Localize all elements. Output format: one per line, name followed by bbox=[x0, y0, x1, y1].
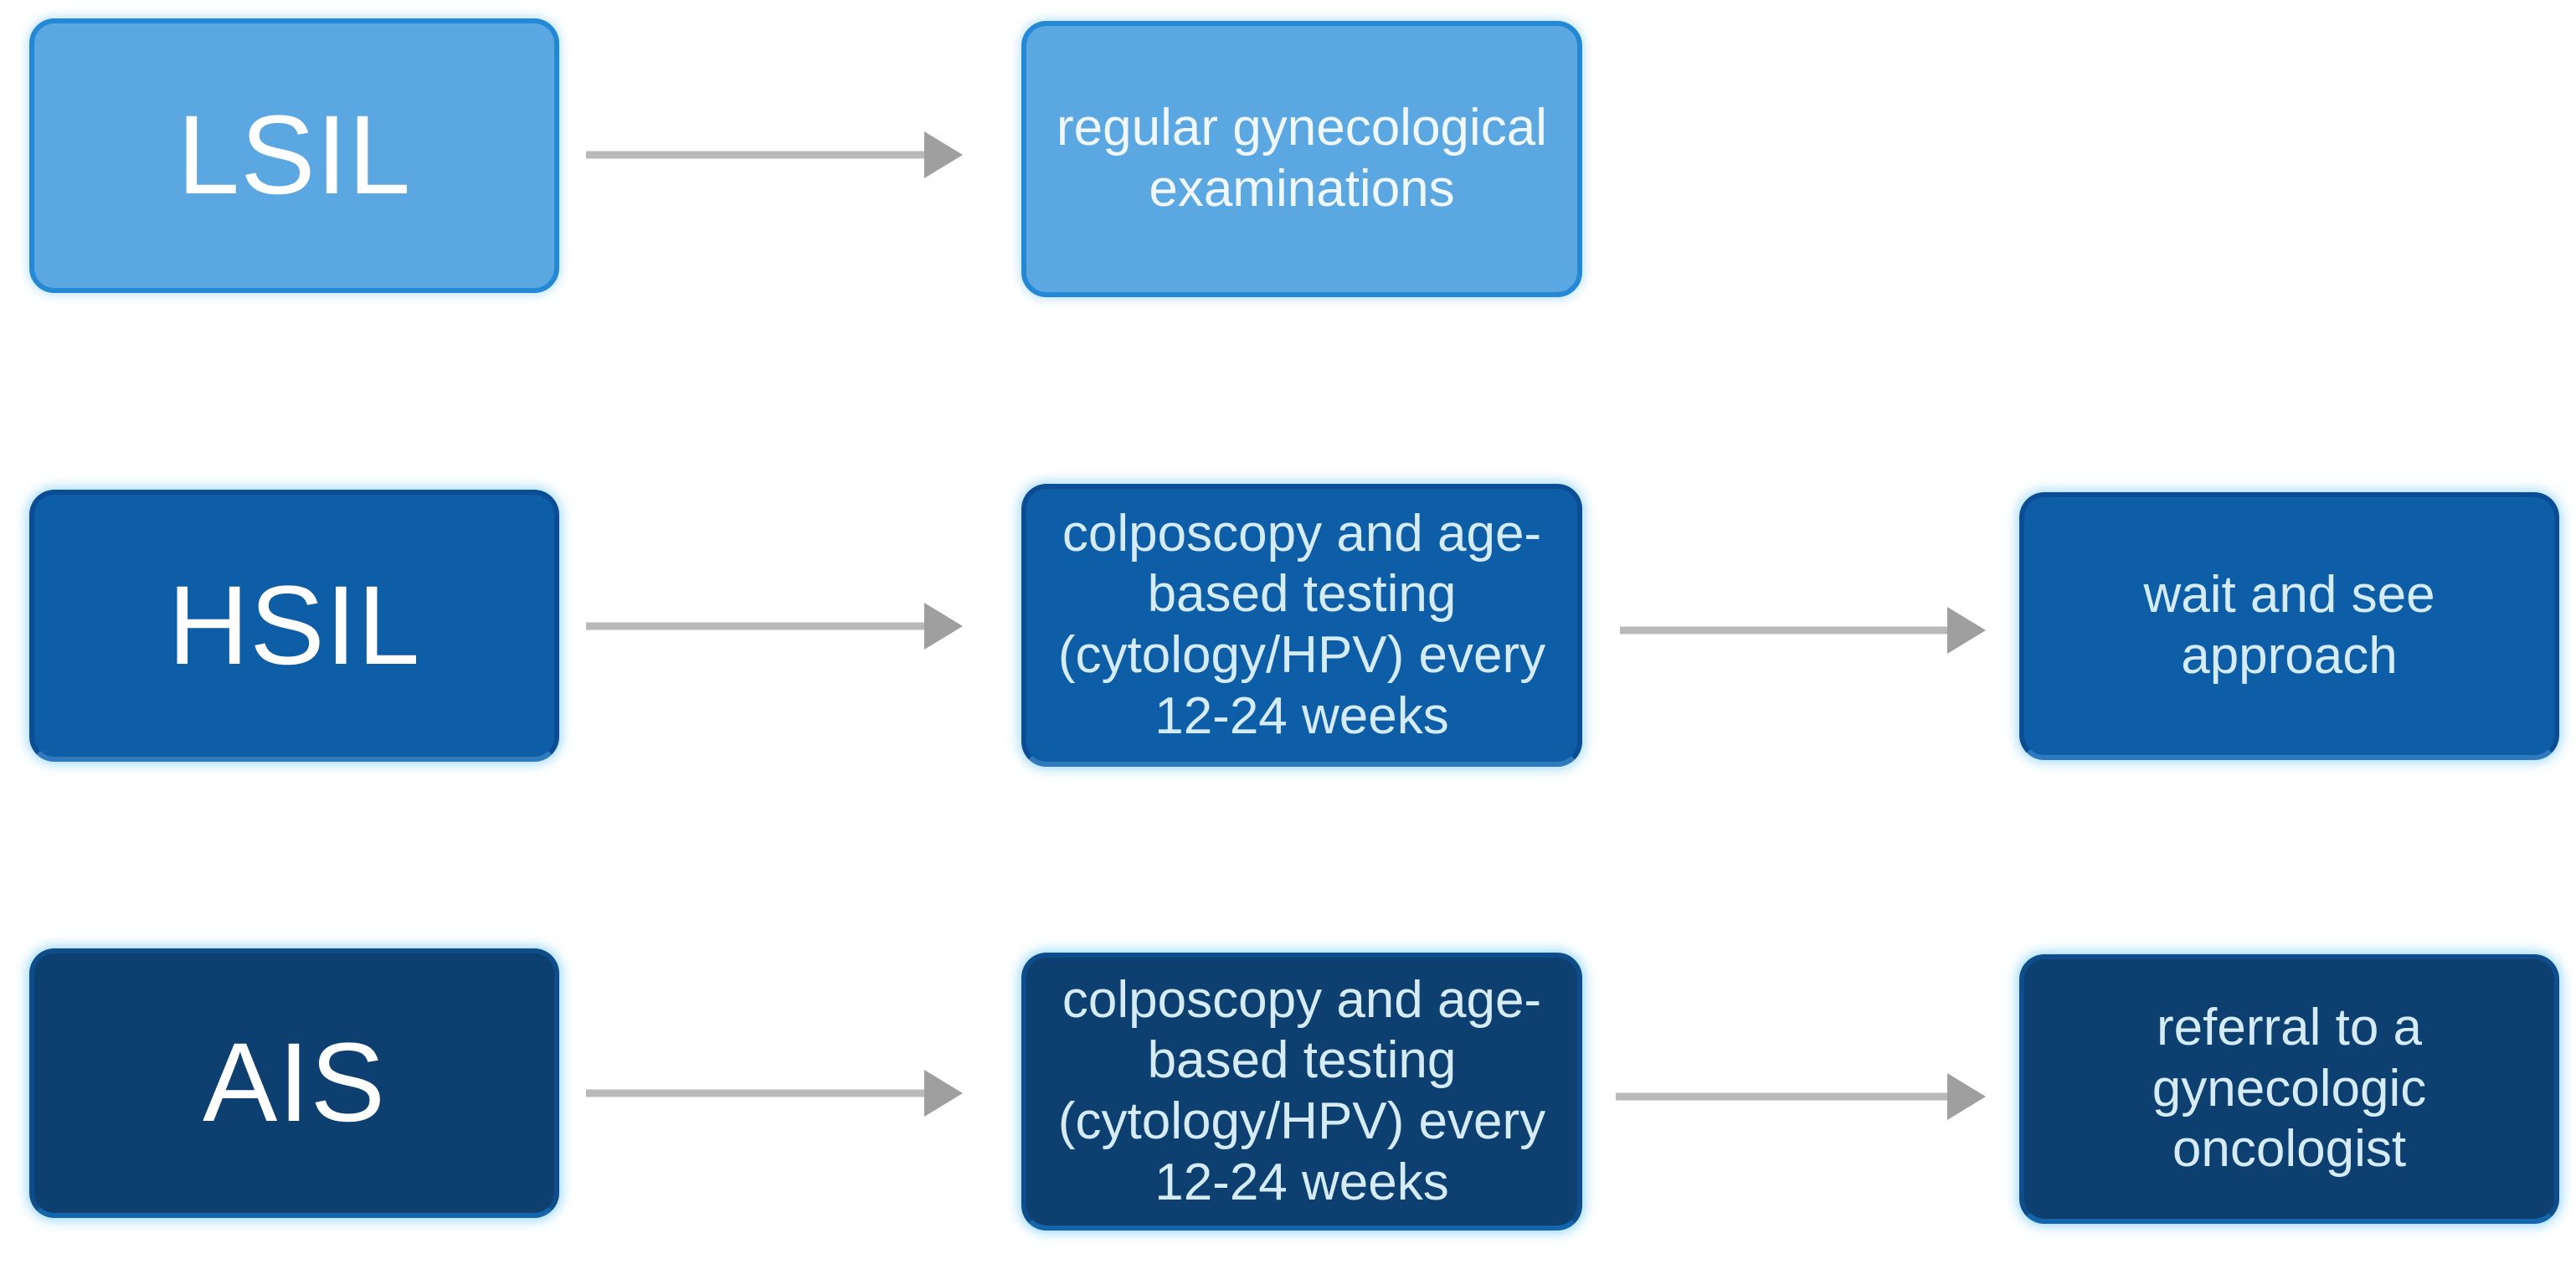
node-lsil: LSIL bbox=[29, 18, 559, 293]
arrow-head-icon bbox=[924, 1070, 963, 1117]
arrow-shaft bbox=[586, 151, 929, 159]
arrow-ais-to-followup bbox=[586, 1068, 963, 1118]
arrow-head-icon bbox=[924, 131, 963, 178]
node-hsil-outcome-label: wait and see approach bbox=[2143, 566, 2435, 685]
arrow-shaft bbox=[586, 622, 929, 630]
node-ais-label: AIS bbox=[203, 1020, 386, 1145]
arrow-hsil-to-followup bbox=[586, 601, 963, 651]
arrow-lsil-to-followup bbox=[586, 130, 963, 180]
node-lsil-followup: regular gynecological examinations bbox=[1021, 21, 1582, 297]
node-ais: AIS bbox=[29, 948, 559, 1218]
node-hsil-outcome: wait and see approach bbox=[2019, 492, 2559, 760]
arrow-head-icon bbox=[1947, 1073, 1986, 1120]
arrow-ais-followup-to-outcome bbox=[1616, 1071, 1986, 1122]
arrow-shaft bbox=[1616, 1092, 1952, 1101]
node-hsil: HSIL bbox=[29, 490, 559, 762]
node-hsil-followup-label: colposcopy and age-based testing (cytolo… bbox=[1057, 504, 1546, 745]
node-ais-outcome-label: referral to a gynecologic oncologist bbox=[2152, 999, 2427, 1179]
node-ais-followup: colposcopy and age-based testing (cytolo… bbox=[1021, 953, 1582, 1231]
node-lsil-label: LSIL bbox=[177, 93, 412, 218]
node-hsil-label: HSIL bbox=[167, 563, 421, 688]
node-hsil-followup: colposcopy and age-based testing (cytolo… bbox=[1021, 484, 1582, 767]
arrow-head-icon bbox=[1947, 607, 1986, 654]
node-ais-outcome: referral to a gynecologic oncologist bbox=[2019, 954, 2559, 1224]
arrow-shaft bbox=[586, 1089, 929, 1097]
node-lsil-followup-label: regular gynecological examinations bbox=[1057, 99, 1547, 218]
arrow-hsil-followup-to-outcome bbox=[1620, 605, 1986, 655]
arrow-shaft bbox=[1620, 626, 1952, 635]
node-ais-followup-label: colposcopy and age-based testing (cytolo… bbox=[1057, 970, 1546, 1211]
arrow-head-icon bbox=[924, 603, 963, 650]
